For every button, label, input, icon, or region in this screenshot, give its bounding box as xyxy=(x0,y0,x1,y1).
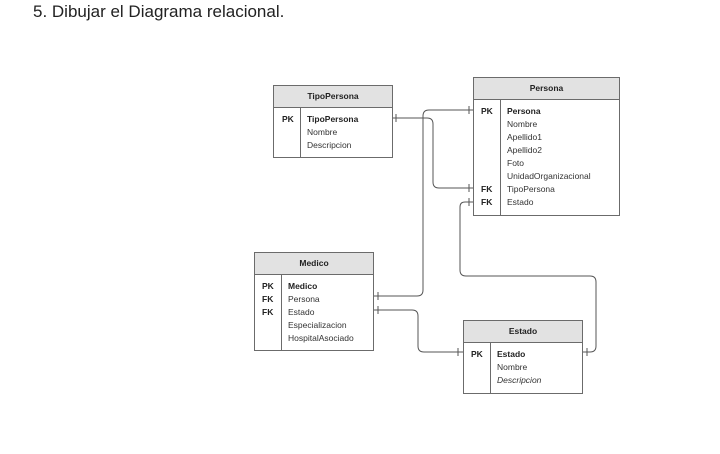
attribute-name: Persona xyxy=(507,106,541,116)
attribute-name: TipoPersona xyxy=(507,184,555,194)
attribute-name: Nombre xyxy=(307,127,338,137)
attribute-row: Foto xyxy=(474,157,619,170)
entity-estado[interactable]: Estado PK Estado Nombre Descripcion xyxy=(463,320,583,394)
key-label: PK xyxy=(262,281,274,291)
attribute-name: Descripcion xyxy=(307,140,352,150)
attribute-row: PK Estado xyxy=(464,348,582,361)
attribute-row: Descripcion xyxy=(274,139,392,152)
attribute-name: Estado xyxy=(288,307,315,317)
entity-title: Medico xyxy=(255,253,373,275)
key-label: FK xyxy=(481,184,493,194)
attribute-row: Especializacion xyxy=(255,319,373,332)
attribute-row: HospitalAsociado xyxy=(255,332,373,345)
key-label: PK xyxy=(481,106,493,116)
rel-persona-estado xyxy=(459,201,597,353)
attribute-name: UnidadOrganizacional xyxy=(507,171,591,181)
attribute-row: PK TipoPersona xyxy=(274,113,392,126)
attribute-row: UnidadOrganizacional xyxy=(474,170,619,183)
attribute-row: FK Estado xyxy=(474,196,619,209)
attribute-name: HospitalAsociado xyxy=(288,333,354,343)
attribute-row: Apellido2 xyxy=(474,144,619,157)
attribute-name: Estado xyxy=(507,197,534,207)
entity-persona[interactable]: Persona PK Persona Nombre Apellido1 Apel… xyxy=(473,77,620,216)
attribute-row: PK Medico xyxy=(255,280,373,293)
attribute-row: Nombre xyxy=(474,118,619,131)
key-label: PK xyxy=(282,114,294,124)
attribute-name: Descripcion xyxy=(497,375,542,385)
attribute-row: Nombre xyxy=(464,361,582,374)
attribute-name: Nombre xyxy=(497,362,528,372)
rel-medico-estado xyxy=(374,309,463,353)
attribute-name: Especializacion xyxy=(288,320,347,330)
entity-title: TipoPersona xyxy=(274,86,392,108)
attribute-row: Nombre xyxy=(274,126,392,139)
attribute-name: Foto xyxy=(507,158,525,168)
entity-medico[interactable]: Medico PK Medico FK Persona FK Estado Es… xyxy=(254,252,374,351)
attribute-name: TipoPersona xyxy=(307,114,359,124)
entity-tipopersona[interactable]: TipoPersona PK TipoPersona Nombre Descri… xyxy=(273,85,393,158)
attribute-name: Medico xyxy=(288,281,318,291)
key-label: FK xyxy=(262,307,274,317)
attribute-name: Apellido1 xyxy=(507,132,542,142)
attribute-row: Descripcion xyxy=(464,374,582,387)
attribute-name: Nombre xyxy=(507,119,538,129)
attribute-name: Apellido2 xyxy=(507,145,542,155)
entity-title: Estado xyxy=(464,321,582,343)
entity-title: Persona xyxy=(474,78,619,100)
attribute-row: FK TipoPersona xyxy=(474,183,619,196)
attribute-row: Apellido1 xyxy=(474,131,619,144)
rel-persona-medico xyxy=(374,109,474,297)
attribute-row: FK Persona xyxy=(255,293,373,306)
attribute-row: FK Estado xyxy=(255,306,373,319)
key-label: PK xyxy=(471,349,483,359)
page-heading: 5. Dibujar el Diagrama relacional. xyxy=(33,2,285,21)
key-label: FK xyxy=(262,294,274,304)
attribute-row: PK Persona xyxy=(474,105,619,118)
key-label: FK xyxy=(481,197,493,207)
rel-tipopersona-persona xyxy=(392,117,474,189)
attribute-name: Persona xyxy=(288,294,320,304)
attribute-name: Estado xyxy=(497,349,526,359)
